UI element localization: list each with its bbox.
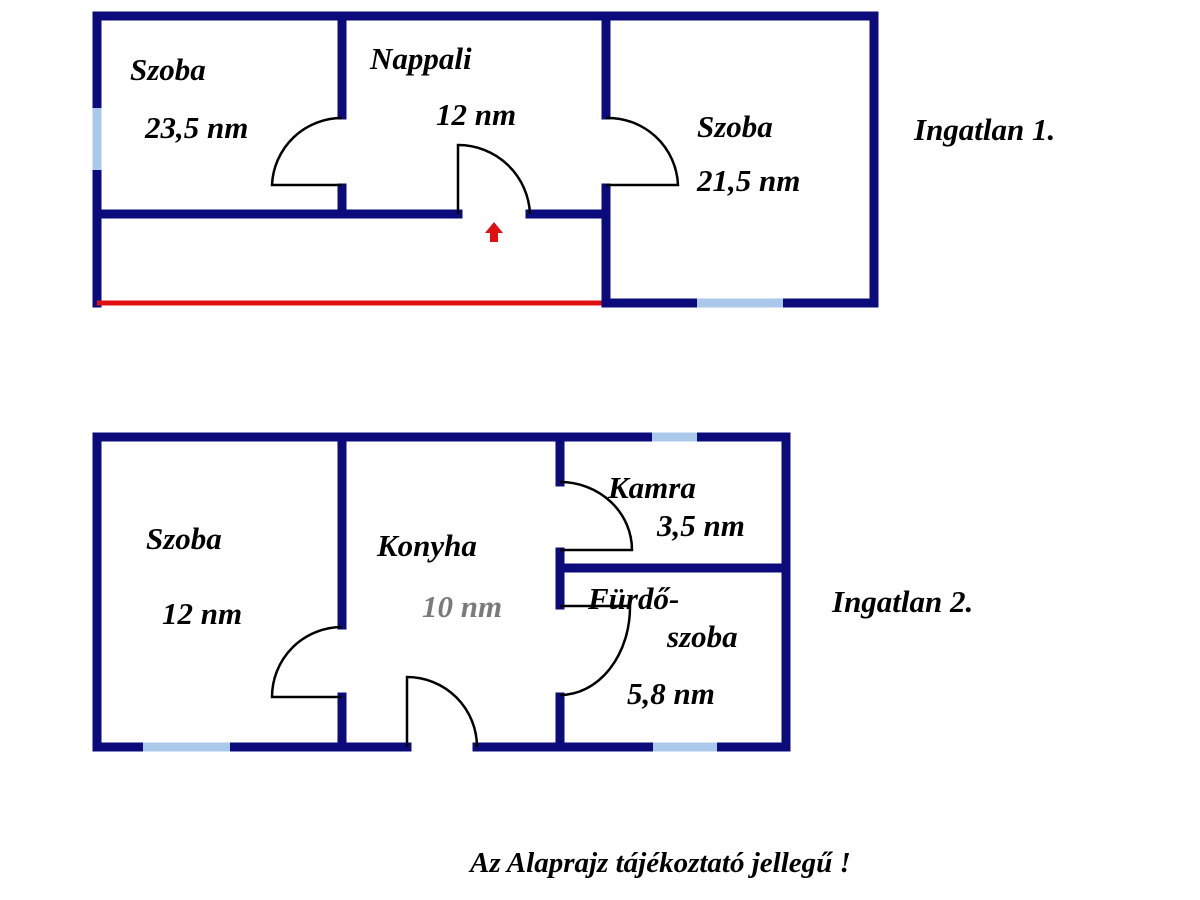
room-area: 5,8 nm — [627, 676, 715, 711]
room-name: Kamra — [607, 470, 696, 505]
room-area: 21,5 nm — [696, 163, 800, 198]
room-name: Szoba — [130, 52, 206, 87]
property-title: Ingatlan 1. — [913, 112, 1055, 147]
room-area: 3,5 nm — [656, 508, 745, 543]
property-title: Ingatlan 2. — [831, 584, 973, 619]
room-name-line1: Fürdő- — [587, 581, 679, 616]
inner-walls — [337, 432, 791, 752]
door — [405, 675, 479, 748]
outer-walls — [92, 11, 879, 308]
inner-walls — [92, 11, 611, 308]
room-name: Nappali — [369, 41, 472, 76]
room-name-line2: szoba — [666, 619, 738, 654]
plan-property-2: Szoba 12 nm Konyha 10 nm Kamra 3,5 nm Fü… — [92, 432, 973, 752]
room-name: Konyha — [376, 528, 477, 563]
door — [605, 116, 680, 187]
door — [559, 480, 634, 552]
room-name: Szoba — [146, 521, 222, 556]
room-area: 10 nm — [422, 589, 502, 624]
room-name: Szoba — [697, 109, 773, 144]
entrance-arrow-icon — [485, 222, 503, 242]
disclaimer: Az Alaprajz tájékoztató jellegű ! — [468, 847, 851, 879]
door — [270, 116, 343, 187]
door — [270, 625, 343, 699]
door — [559, 604, 632, 697]
door — [456, 143, 532, 215]
room-area: 23,5 nm — [144, 110, 248, 145]
room-area: 12 nm — [162, 596, 242, 631]
room-area: 12 nm — [436, 97, 516, 132]
plan-property-1: Szoba 23,5 nm Nappali 12 nm Szoba 21,5 n… — [92, 11, 1055, 308]
